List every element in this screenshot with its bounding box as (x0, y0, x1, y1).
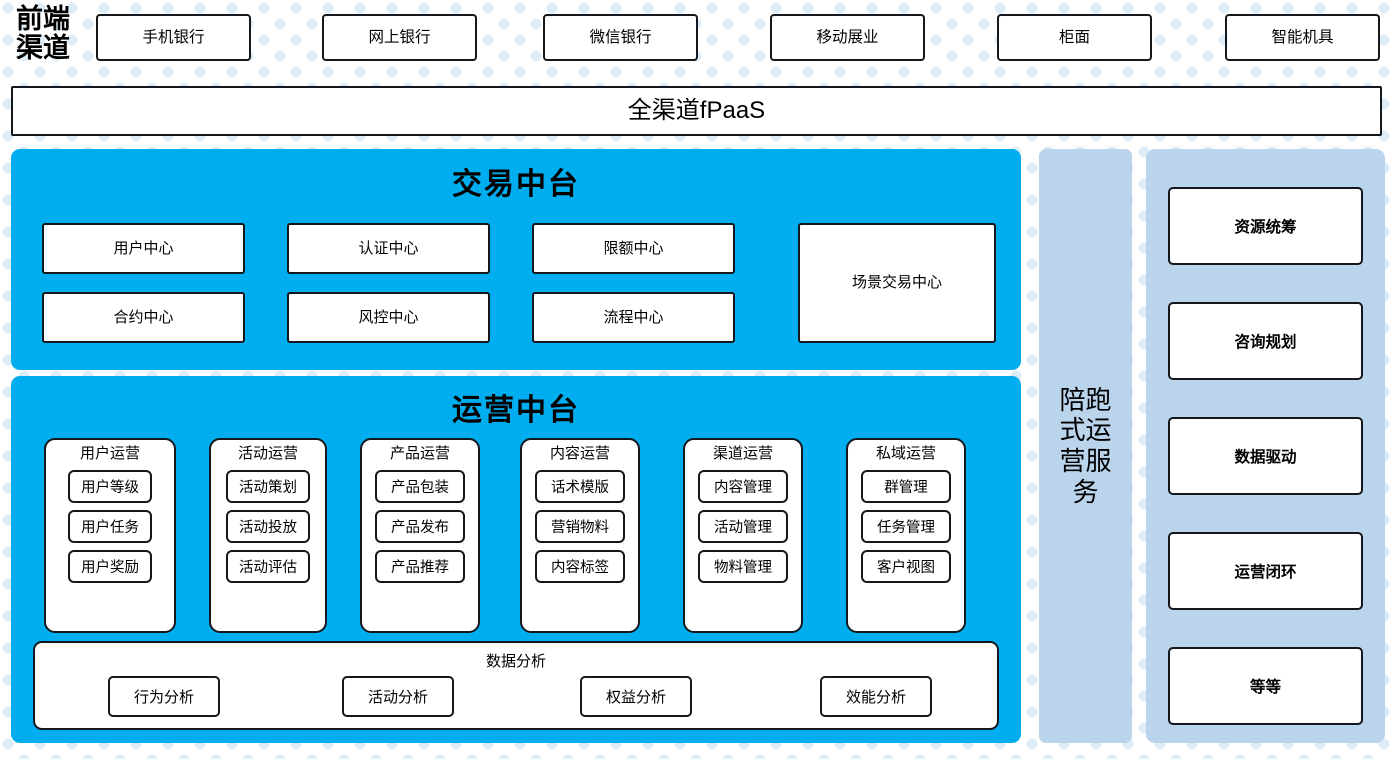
ops-item[interactable]: 内容管理 (698, 469, 788, 503)
ops-column-title: 用户运营 (79, 445, 140, 462)
trade-card-contract-center[interactable]: 合约中心 (42, 292, 245, 343)
data-analysis-item-activity[interactable]: 活动分析 (342, 676, 454, 717)
front-channel-label: 前端 渠道 (16, 3, 70, 63)
ops-item[interactable]: 活动投放 (226, 509, 310, 543)
ops-item[interactable]: 活动评估 (226, 549, 310, 583)
ops-item[interactable]: 用户等级 (68, 469, 152, 503)
ops-item[interactable]: 用户任务 (68, 509, 152, 543)
ops-column-title: 渠道运营 (712, 445, 773, 462)
trade-card-process-center[interactable]: 流程中心 (532, 292, 735, 343)
service-column-label: 陪跑式运营服务 (1059, 384, 1112, 507)
ops-platform-title: 运营中台 (452, 394, 580, 427)
ops-column-product[interactable]: 产品运营 产品包装 产品发布 产品推荐 (360, 438, 480, 633)
ops-item[interactable]: 客户视图 (861, 549, 951, 583)
trade-card-risk-center[interactable]: 风控中心 (287, 292, 490, 343)
capability-item-resource[interactable]: 资源统筹 (1168, 187, 1363, 265)
capability-panel: 资源统筹 咨询规划 数据驱动 运营闭环 等等 (1146, 149, 1385, 743)
data-analysis-box: 数据分析 行为分析 活动分析 权益分析 效能分析 (33, 641, 999, 730)
ops-item[interactable]: 任务管理 (861, 509, 951, 543)
channel-box-wechat-bank[interactable]: 微信银行 (543, 14, 698, 61)
trade-card-scenario-center[interactable]: 场景交易中心 (798, 223, 996, 343)
service-column: 陪跑式运营服务 (1039, 149, 1132, 743)
channel-box-mobile-biz[interactable]: 移动展业 (770, 14, 925, 61)
capability-item-etc[interactable]: 等等 (1168, 647, 1363, 725)
ops-item[interactable]: 用户奖励 (68, 549, 152, 583)
data-analysis-item-efficiency[interactable]: 效能分析 (820, 676, 932, 717)
ops-item[interactable]: 内容标签 (535, 549, 625, 583)
trade-platform-panel: 交易中台 用户中心 认证中心 限额中心 合约中心 风控中心 流程中心 场景交易中… (11, 149, 1021, 370)
ops-item[interactable]: 活动管理 (698, 509, 788, 543)
data-analysis-item-rights[interactable]: 权益分析 (580, 676, 692, 717)
ops-column-user[interactable]: 用户运营 用户等级 用户任务 用户奖励 (44, 438, 176, 633)
ops-item[interactable]: 群管理 (861, 469, 951, 503)
capability-item-closed-loop[interactable]: 运营闭环 (1168, 532, 1363, 610)
channel-box-online-bank[interactable]: 网上银行 (322, 14, 477, 61)
ops-item[interactable]: 物料管理 (698, 549, 788, 583)
ops-column-title: 内容运营 (549, 445, 610, 462)
ops-column-title: 私域运营 (875, 445, 936, 462)
trade-card-auth-center[interactable]: 认证中心 (287, 223, 490, 274)
ops-item[interactable]: 产品发布 (375, 509, 465, 543)
data-analysis-item-behavior[interactable]: 行为分析 (108, 676, 220, 717)
capability-item-consulting[interactable]: 咨询规划 (1168, 302, 1363, 380)
trade-platform-title: 交易中台 (452, 168, 580, 201)
ops-item[interactable]: 话术模版 (535, 469, 625, 503)
data-analysis-title: 数据分析 (485, 653, 546, 670)
channel-box-mobile-bank[interactable]: 手机银行 (96, 14, 251, 61)
trade-card-user-center[interactable]: 用户中心 (42, 223, 245, 274)
ops-column-title: 产品运营 (389, 445, 450, 462)
trade-card-limit-center[interactable]: 限额中心 (532, 223, 735, 274)
ops-column-channel[interactable]: 渠道运营 内容管理 活动管理 物料管理 (683, 438, 803, 633)
fpaas-bar[interactable]: 全渠道fPaaS (11, 86, 1382, 136)
channel-box-counter[interactable]: 柜面 (997, 14, 1152, 61)
capability-item-data-driven[interactable]: 数据驱动 (1168, 417, 1363, 495)
ops-item[interactable]: 产品推荐 (375, 549, 465, 583)
ops-column-title: 活动运营 (237, 445, 298, 462)
ops-item[interactable]: 活动策划 (226, 469, 310, 503)
ops-item[interactable]: 产品包装 (375, 469, 465, 503)
ops-item[interactable]: 营销物料 (535, 509, 625, 543)
ops-column-activity[interactable]: 活动运营 活动策划 活动投放 活动评估 (209, 438, 327, 633)
channel-box-smart-device[interactable]: 智能机具 (1225, 14, 1380, 61)
ops-column-private-domain[interactable]: 私域运营 群管理 任务管理 客户视图 (846, 438, 966, 633)
ops-column-content[interactable]: 内容运营 话术模版 营销物料 内容标签 (520, 438, 640, 633)
